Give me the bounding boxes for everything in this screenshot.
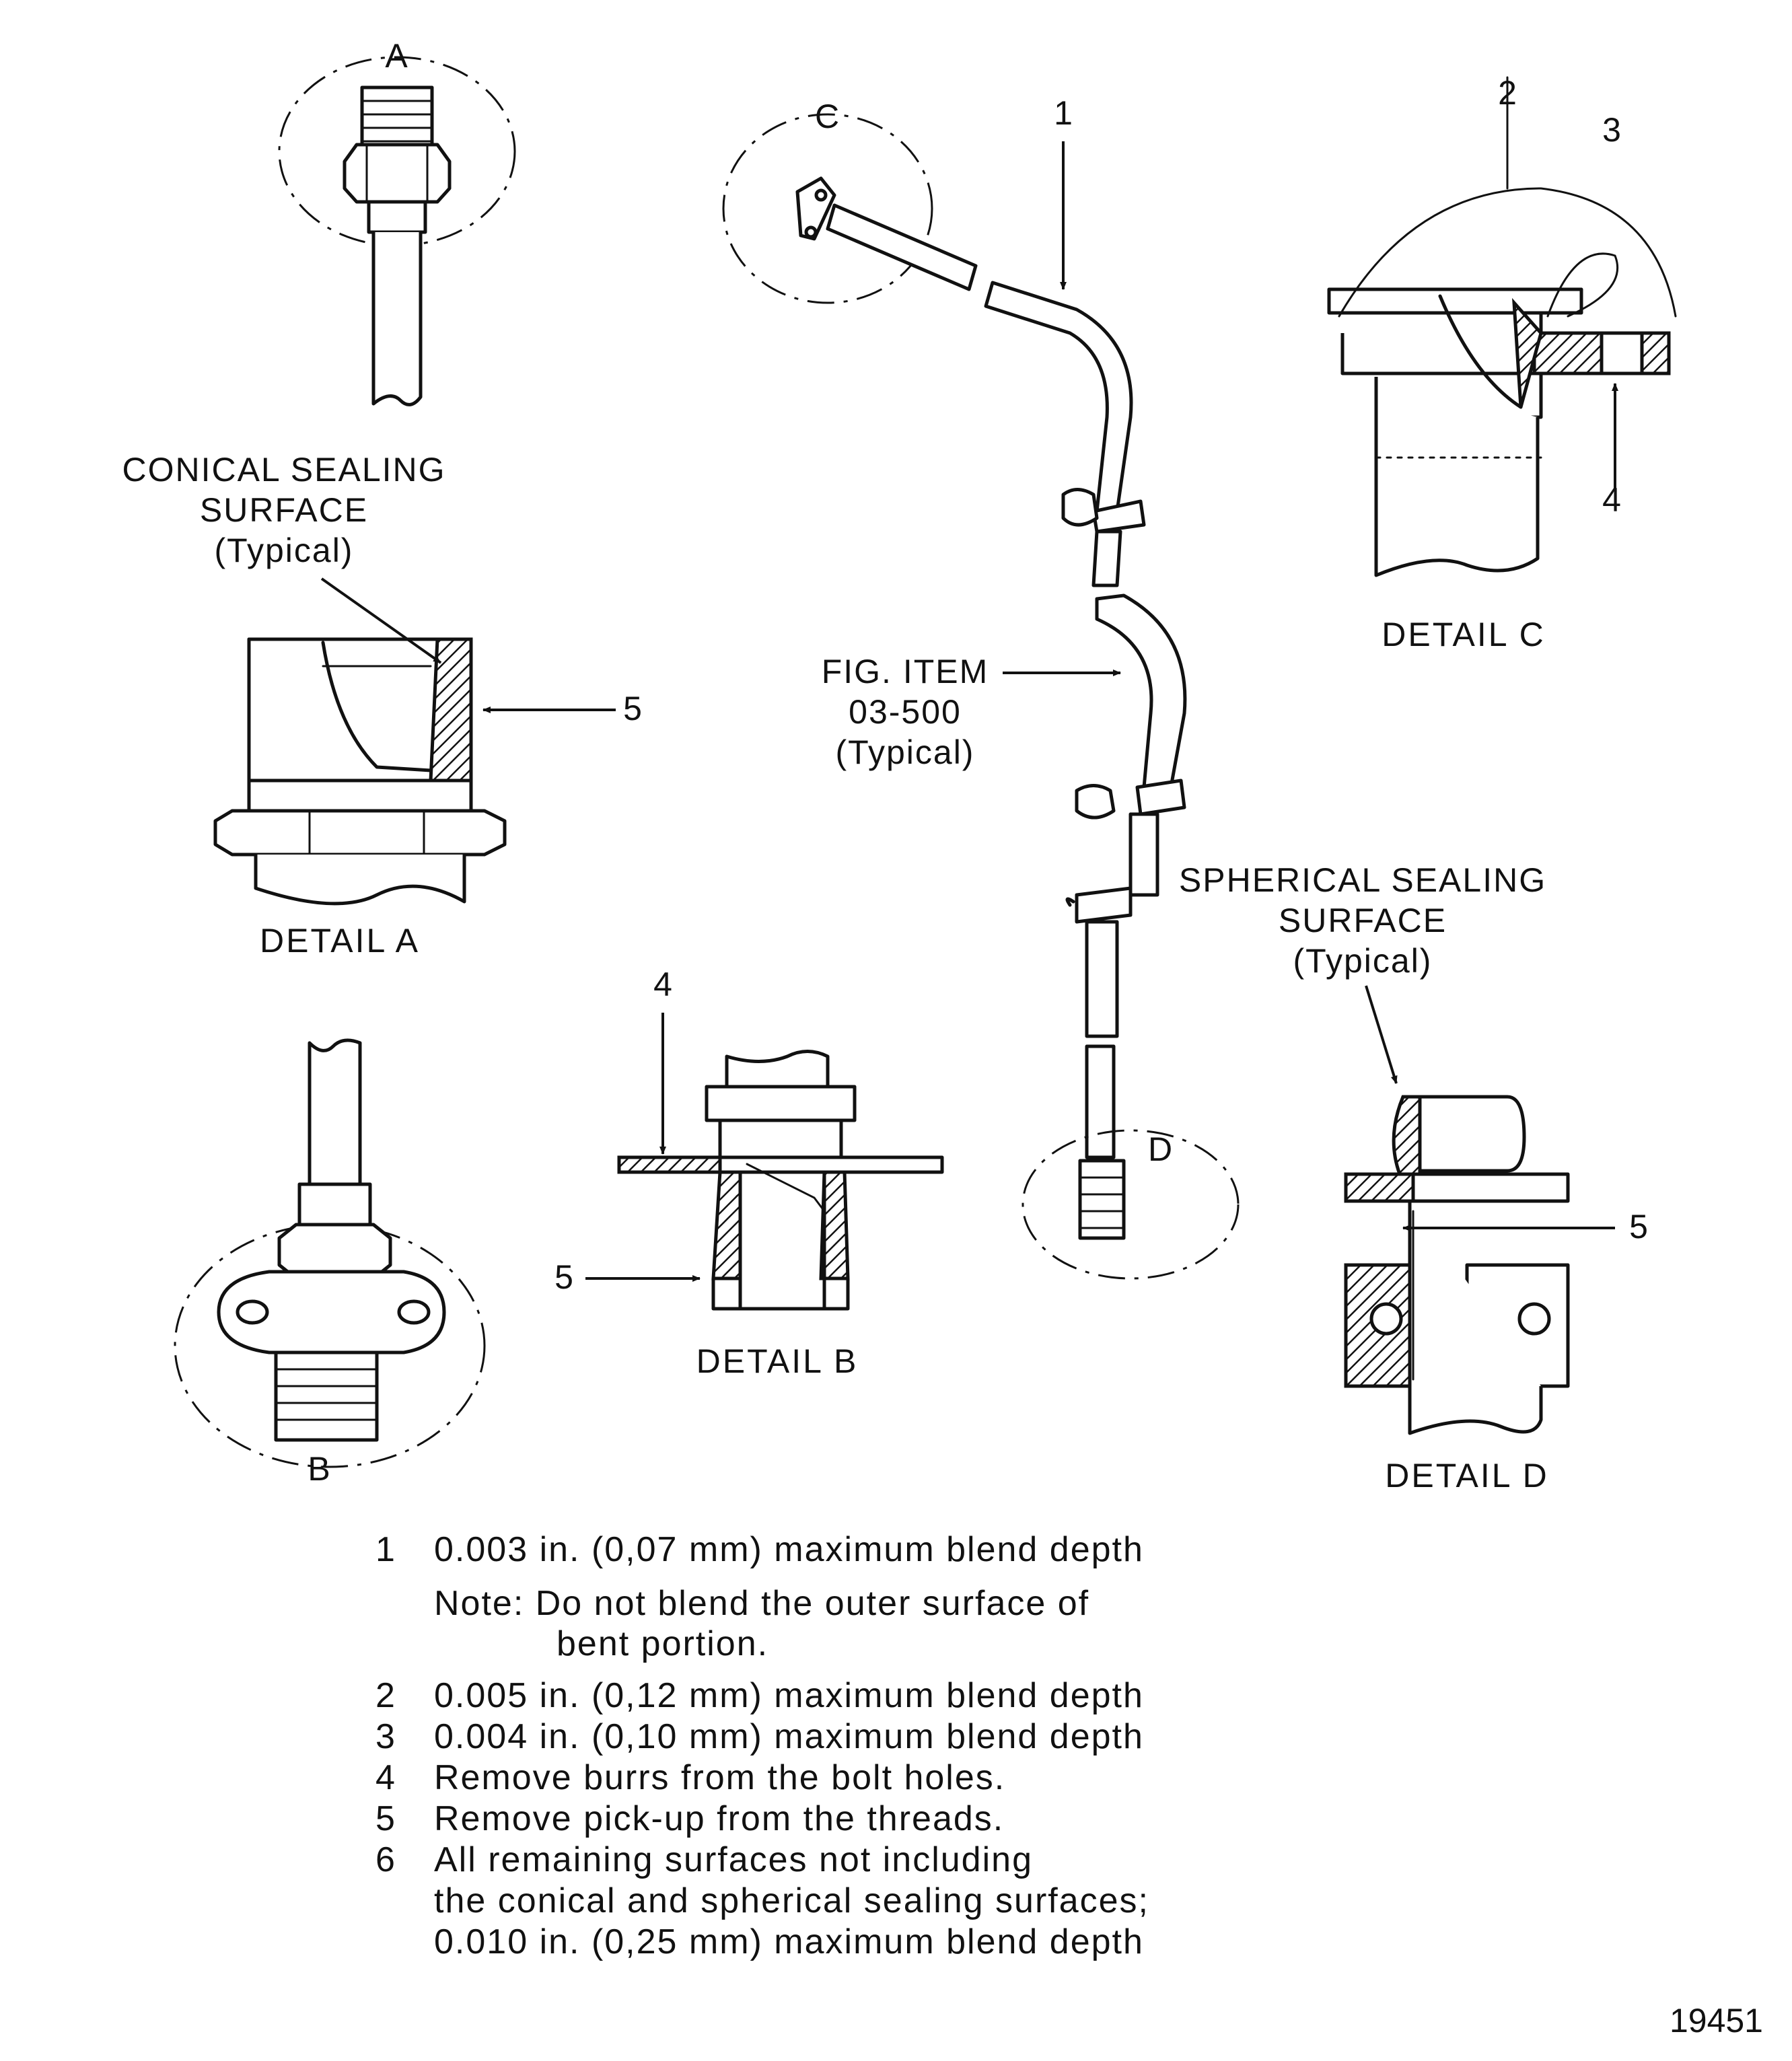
spherical-label-line-1: SPHERICAL SEALING (1179, 861, 1546, 899)
note-text: bent portion. (557, 1624, 768, 1663)
note-text: 0.003 in. (0,07 mm) maximum blend depth (434, 1530, 1144, 1569)
callout-item-1: 1 (1054, 94, 1073, 132)
note-num: 2 (375, 1676, 396, 1715)
detail-b-caption: DETAIL B (696, 1342, 859, 1380)
spherical-leader (1365, 985, 1398, 1084)
note-text: Remove burrs from the bolt holes. (434, 1758, 1005, 1797)
callout-detail-b-5: 5 (554, 1258, 573, 1296)
conical-sealing-label: CONICAL SEALING SURFACE (Typical) (122, 451, 445, 569)
callout-d: D (1148, 1130, 1174, 1168)
callout-b: B (308, 1450, 331, 1488)
center-tube-drawing (984, 281, 1240, 1280)
note-text: 0.010 in. (0,25 mm) maximum blend depth (434, 1922, 1144, 1961)
conical-label-line-1: CONICAL SEALING (122, 451, 445, 489)
leader-lines (320, 76, 1618, 1282)
note-text: Remove pick-up from the threads. (434, 1799, 1004, 1838)
notes-legend: 1 0.003 in. (0,07 mm) maximum blend dept… (375, 1530, 1149, 1961)
figure-number: 19451 (1670, 2002, 1763, 2039)
detail-d-drawing (1344, 1095, 1570, 1435)
view-b-circle (174, 1038, 486, 1468)
callout-detail-d-5: 5 (1629, 1208, 1648, 1245)
fig-item-line-1: FIG. ITEM (822, 653, 989, 690)
note-text: All remaining surfaces not including (434, 1840, 1033, 1879)
spherical-sealing-label: SPHERICAL SEALING SURFACE (Typical) (1179, 861, 1546, 980)
callout-detail-a-5: 5 (623, 690, 642, 727)
conical-leader (320, 577, 442, 664)
callout-detail-c-2: 2 (1498, 74, 1517, 112)
note-text: 0.005 in. (0,12 mm) maximum blend depth (434, 1676, 1144, 1715)
note-num: 1 (375, 1530, 396, 1569)
detail-b-drawing (617, 1050, 944, 1311)
detail-a-caption: DETAIL A (260, 922, 420, 960)
note-text: the conical and spherical sealing surfac… (434, 1881, 1149, 1920)
fig-item-line-3: (Typical) (836, 733, 975, 771)
callout-detail-c-3: 3 (1602, 111, 1621, 149)
conical-label-line-3: (Typical) (215, 532, 354, 569)
detail-a-drawing (213, 637, 507, 906)
callout-c: C (815, 98, 840, 135)
note-text: Note: Do not blend the outer surface of (434, 1584, 1089, 1623)
detail-c-caption: DETAIL C (1382, 616, 1545, 653)
note-num: 3 (375, 1717, 396, 1756)
callout-a: A (385, 37, 408, 75)
note-num: 4 (375, 1758, 396, 1797)
fig-item-label: FIG. ITEM 03-500 (Typical) (822, 653, 989, 771)
conical-label-line-2: SURFACE (200, 491, 368, 529)
detail-c-drawing (1327, 187, 1677, 577)
note-text: 0.004 in. (0,10 mm) maximum blend depth (434, 1717, 1144, 1756)
view-a-circle (278, 56, 516, 406)
note-num: 6 (375, 1840, 396, 1879)
view-c-circle (722, 113, 978, 304)
callout-detail-c-4: 4 (1602, 481, 1621, 519)
spherical-label-line-3: (Typical) (1293, 942, 1433, 980)
spherical-label-line-2: SURFACE (1279, 902, 1447, 939)
note-num: 5 (375, 1799, 396, 1838)
fig-item-line-2: 03-500 (849, 693, 962, 731)
callout-detail-b-4: 4 (653, 966, 672, 1003)
detail-d-caption: DETAIL D (1385, 1457, 1548, 1494)
